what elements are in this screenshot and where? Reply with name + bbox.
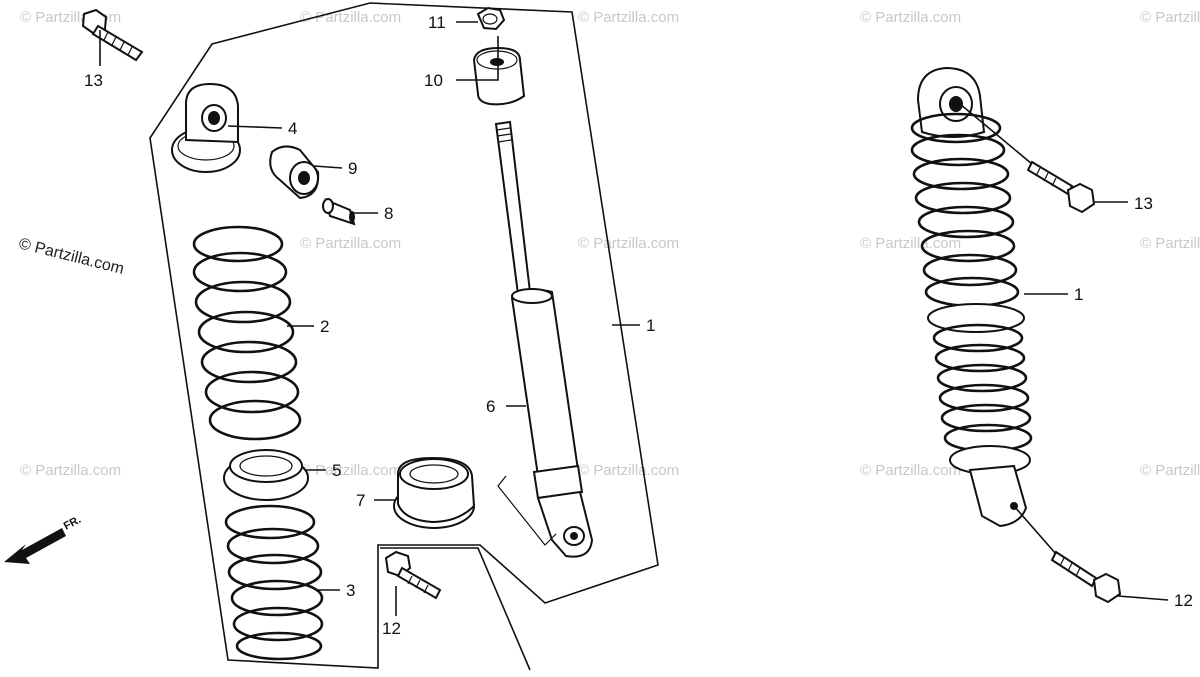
watermark: © Partzilla.com	[300, 462, 401, 479]
part-11-nut	[476, 6, 506, 31]
part-7-cup	[393, 456, 476, 529]
part-9-bushing	[269, 145, 320, 200]
watermark: © Partzilla.com	[300, 235, 401, 252]
callout-7: 7	[356, 491, 365, 510]
watermark: © Partzilla.com	[1140, 462, 1200, 479]
watermark: © Partzilla.com	[1140, 9, 1200, 26]
front-label: FR.	[62, 514, 83, 533]
bolt-12-left	[384, 550, 442, 600]
part-3-spring-lower	[224, 504, 324, 661]
bolt-13-left	[81, 8, 144, 62]
callout-2: 2	[320, 317, 329, 336]
assembly-outline	[149, 2, 659, 669]
callout-labels: 13 4 9 8 2 5 3 10 11 6 7 1 12 13 1 12	[84, 13, 1193, 638]
part-4-spring-seat-upper	[171, 82, 241, 173]
bolt-12-right	[1050, 550, 1122, 604]
watermark-dark: © Partzilla.com	[17, 235, 126, 278]
watermark: © Partzilla.com	[860, 9, 961, 26]
assembled-shock	[910, 66, 1033, 528]
callout-13: 13	[84, 71, 103, 90]
watermark: © Partzilla.com	[860, 462, 961, 479]
part-2-spring-upper	[192, 225, 302, 441]
callout-3: 3	[346, 581, 355, 600]
assembly-outline-inner	[380, 547, 531, 671]
callout-13-right: 13	[1134, 194, 1153, 213]
watermark: © Partzilla.com	[1140, 235, 1200, 252]
watermark: © Partzilla.com	[860, 235, 961, 252]
leader-lines	[99, 21, 1169, 616]
part-5-spring-seat-middle	[223, 449, 309, 501]
watermark: © Partzilla.com	[300, 9, 401, 26]
front-arrow-icon: FR.	[4, 514, 83, 564]
damper-mount-outline	[497, 475, 557, 546]
watermark: © Partzilla.com	[20, 462, 121, 479]
part-10-cushion	[472, 46, 526, 106]
callout-11: 11	[428, 13, 446, 32]
callout-8: 8	[384, 204, 393, 223]
callout-9: 9	[348, 159, 357, 178]
bolt-13-right	[1026, 160, 1096, 214]
part-8-collar	[322, 198, 356, 226]
watermark: © Partzilla.com	[578, 462, 679, 479]
callout-6: 6	[486, 397, 495, 416]
callout-1-right: 1	[1074, 285, 1083, 304]
callout-12-right: 12	[1174, 591, 1193, 610]
callout-5: 5	[332, 461, 341, 480]
watermark: © Partzilla.com	[578, 235, 679, 252]
callout-1: 1	[646, 316, 655, 335]
watermark: © Partzilla.com	[578, 9, 679, 26]
callout-10: 10	[424, 71, 443, 90]
callout-12: 12	[382, 619, 401, 638]
callout-4: 4	[288, 119, 297, 138]
part-6-damper	[494, 120, 594, 558]
